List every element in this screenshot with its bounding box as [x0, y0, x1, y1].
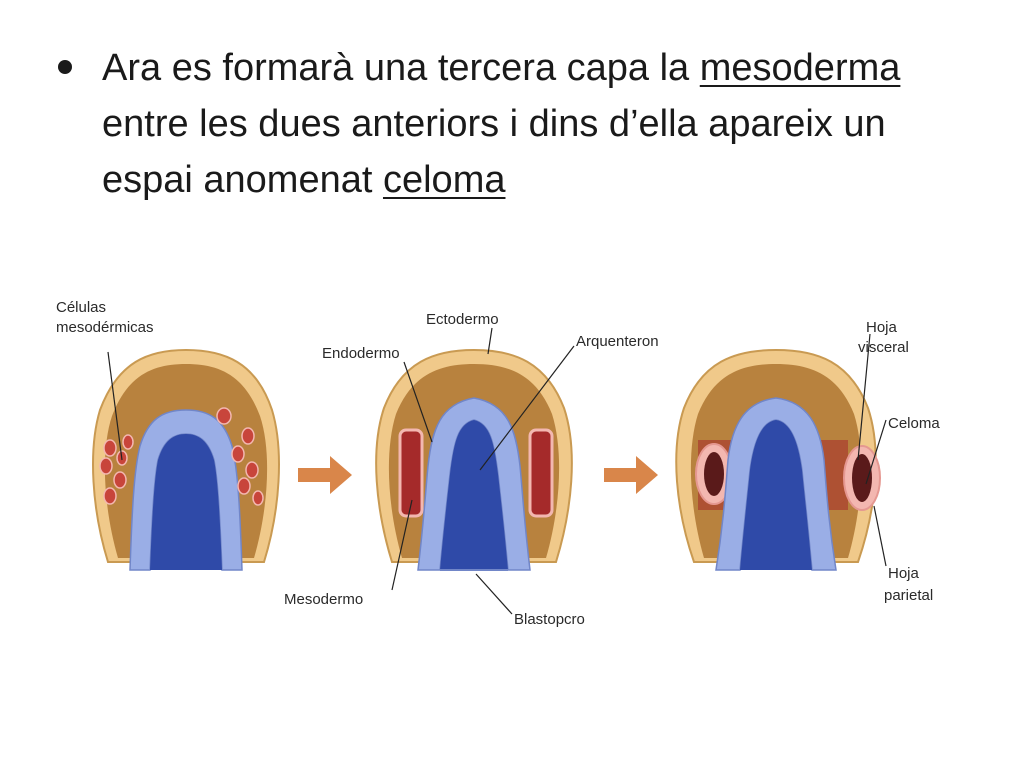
svg-text:Endodermo: Endodermo — [322, 345, 400, 362]
embryo-diagram: Células mesodérmicas Ectodermo Endodermo… — [0, 270, 1024, 650]
term-celoma: celoma — [382, 159, 506, 201]
label-arquenteron: Arquenteron — [576, 333, 659, 350]
label-celulas-line1: Células — [56, 299, 106, 316]
mesodermal-cells — [99, 407, 264, 506]
bullet-text-part2: entre les dues anteriors i dins d’ella a… — [102, 103, 886, 201]
svg-text:Arquenteron: Arquenteron — [576, 333, 659, 350]
label-hoja-visceral-line1: Hoja — [866, 319, 898, 336]
arrow-1-icon — [298, 456, 352, 494]
bullet-dot-icon — [58, 60, 72, 74]
svg-text:Blastopcro: Blastopcro — [514, 611, 585, 628]
label-celulas-line2: mesodérmicas — [56, 319, 154, 336]
stage-2-embryo — [375, 348, 573, 571]
stage-1-embryo — [92, 348, 280, 571]
term-mesoderma: mesoderma — [699, 47, 901, 89]
bullet-point: Ara es formarà una tercera capa la mesod… — [58, 40, 958, 208]
svg-text:Ectodermo: Ectodermo — [426, 311, 499, 328]
arrow-2-icon — [604, 456, 658, 494]
label-hoja-parietal-line1: Hoja — [888, 565, 920, 582]
svg-text:Mesodermo: Mesodermo — [284, 591, 363, 608]
label-celoma: Celoma — [888, 415, 940, 432]
svg-text:Células: Células — [56, 299, 106, 316]
bullet-text-part1: Ara es formarà una tercera capa la — [102, 47, 700, 89]
svg-text:parietal: parietal — [884, 587, 933, 604]
label-hoja-parietal-line2: parietal — [884, 587, 933, 604]
diagram-labels: Células mesodérmicas Ectodermo Endodermo… — [56, 299, 940, 628]
label-hoja-visceral-line2: visceral — [858, 339, 909, 356]
stage-3-embryo — [675, 348, 881, 571]
label-endodermo: Endodermo — [322, 345, 400, 362]
label-blastoporo: Blastopcro — [514, 611, 585, 628]
label-ectodermo: Ectodermo — [426, 311, 499, 328]
bullet-text: Ara es formarà una tercera capa la mesod… — [102, 40, 958, 208]
svg-text:mesodérmicas: mesodérmicas — [56, 319, 154, 336]
label-mesodermo: Mesodermo — [284, 591, 363, 608]
svg-text:Celoma: Celoma — [888, 415, 940, 432]
svg-text:Hoja: Hoja — [866, 319, 898, 336]
svg-text:Hoja: Hoja — [888, 565, 920, 582]
svg-text:visceral: visceral — [858, 339, 909, 356]
